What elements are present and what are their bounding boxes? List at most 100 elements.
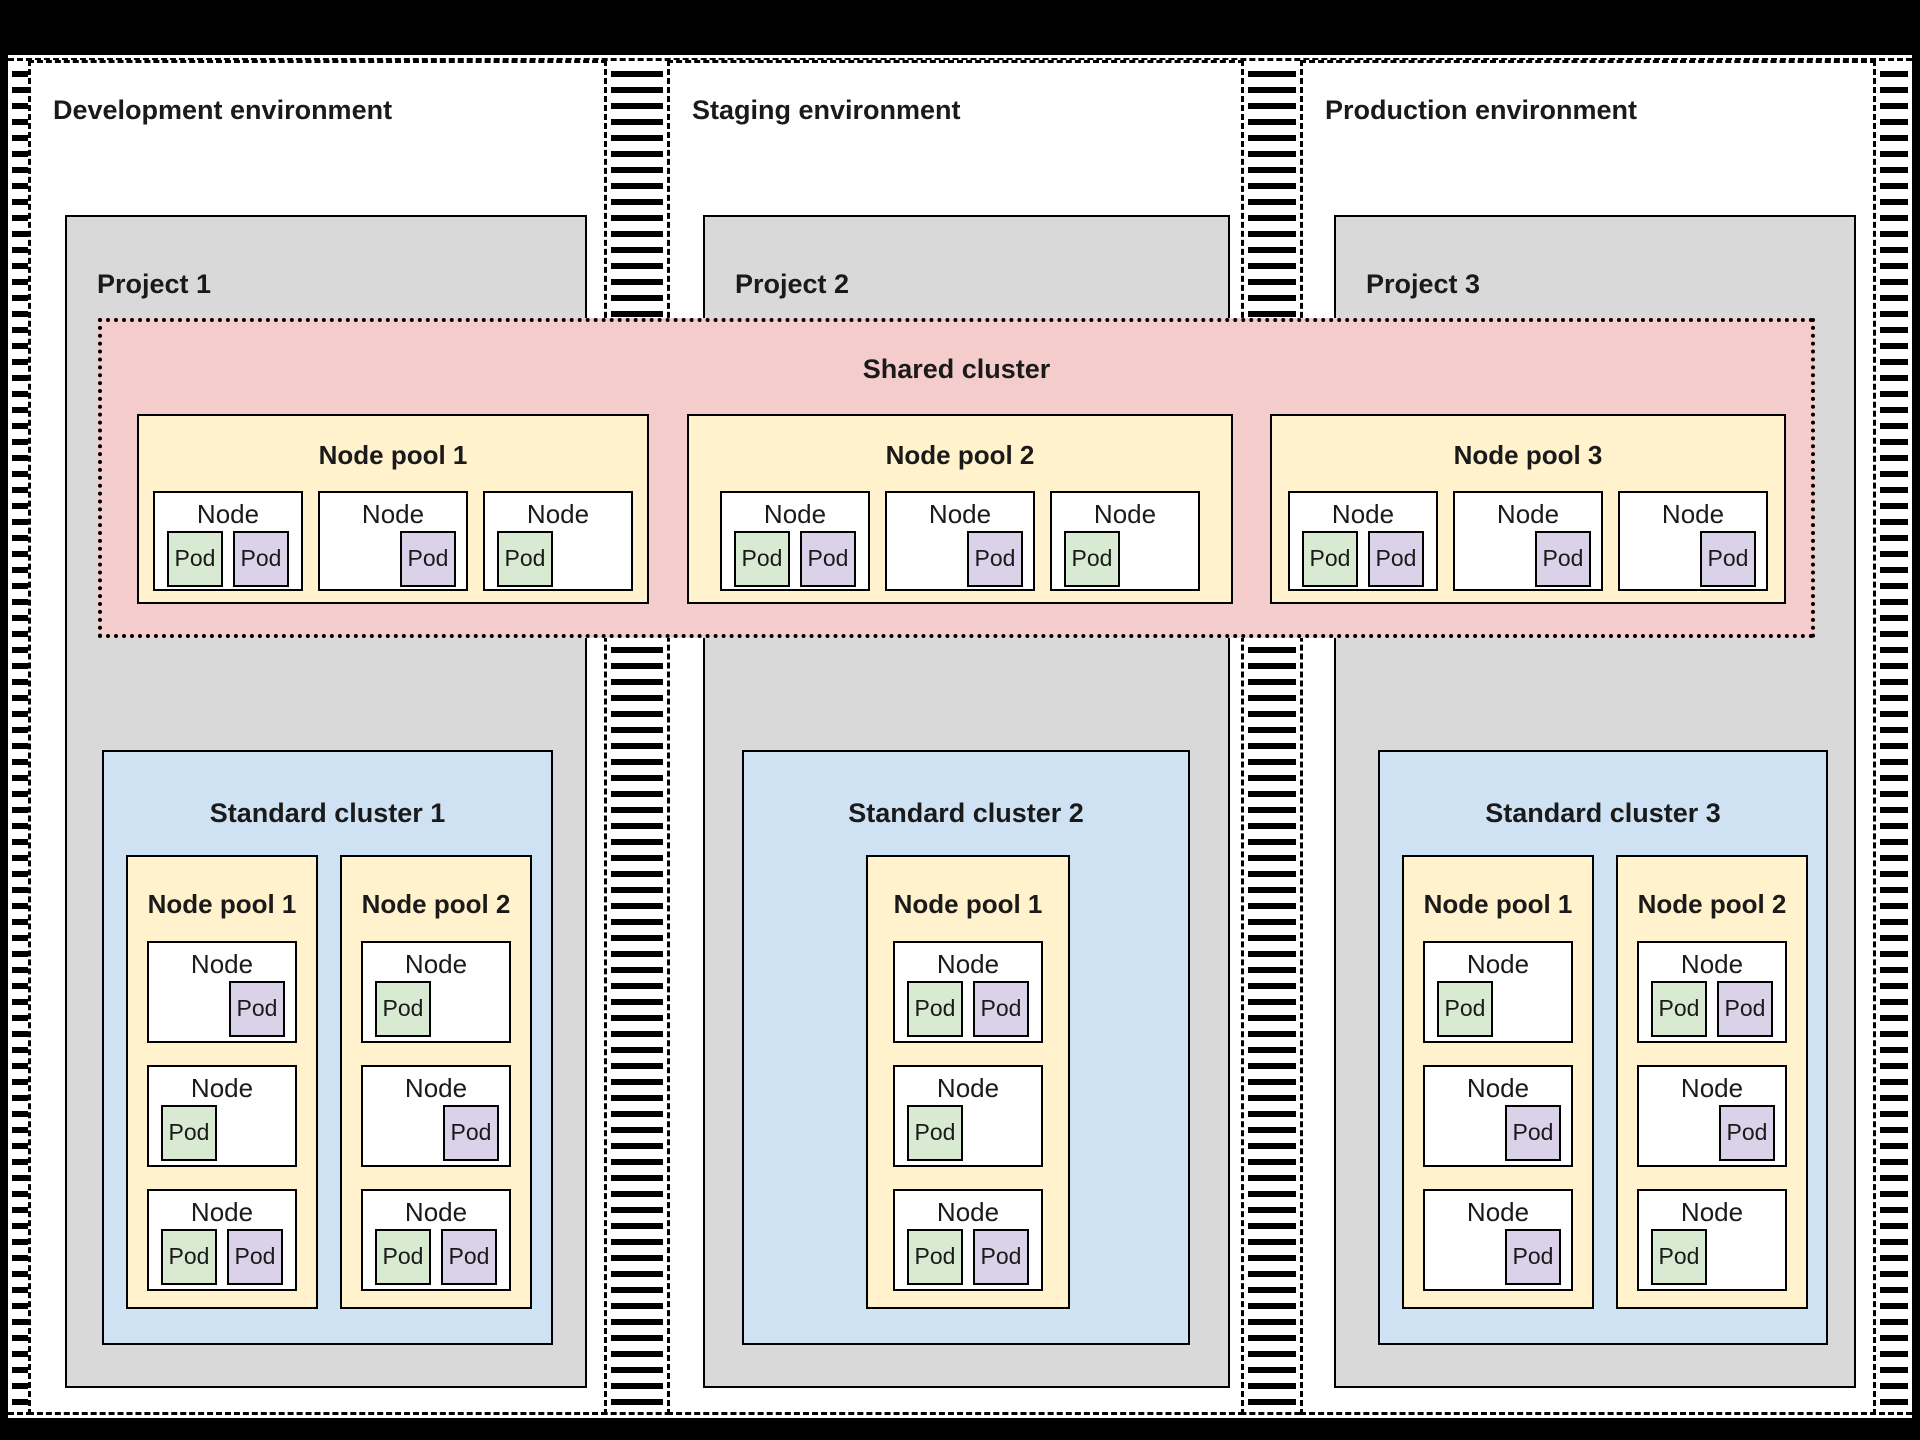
- node-label: Node: [1466, 1197, 1530, 1227]
- pod-box-green: Pod: [1064, 531, 1120, 587]
- boundary-hatch-bar-left: [8, 55, 32, 1415]
- environment-boundary-top-line: [8, 58, 1912, 61]
- pod-box-green: Pod: [161, 1229, 217, 1285]
- standard-cluster-label: Standard cluster 1: [209, 798, 446, 828]
- pod-box-purple: Pod: [1368, 531, 1424, 587]
- node-label: Node: [936, 1073, 1000, 1103]
- pod-box-green: Pod: [907, 981, 963, 1037]
- node-pool-label: Node pool 2: [1637, 889, 1787, 919]
- pod-box-purple: Pod: [227, 1229, 283, 1285]
- environment-label: Production environment: [1325, 95, 1638, 125]
- node-label: Node: [404, 1073, 468, 1103]
- boundary-hatch-bar-staging-prod: [1244, 55, 1300, 1415]
- node-pool-label: Node pool 1: [893, 889, 1043, 919]
- environment-staging: Staging environment Project 2 Standard c…: [667, 60, 1244, 1415]
- standard-cluster-label: Standard cluster 2: [848, 798, 1084, 828]
- node-label: Node: [763, 499, 827, 529]
- node-label: Node: [1680, 949, 1744, 979]
- node-label: Node: [1331, 499, 1395, 529]
- node-pool-label: Node pool 2: [885, 440, 1035, 470]
- pod-box-purple: Pod: [800, 531, 856, 587]
- pod-box-green: Pod: [1437, 981, 1493, 1037]
- environment-production: Production environment Project 3 Standar…: [1300, 60, 1876, 1415]
- node-label: Node: [1466, 1073, 1530, 1103]
- pod-box-purple: Pod: [441, 1229, 497, 1285]
- node-pool-label: Node pool 1: [147, 889, 297, 919]
- node-label: Node: [1093, 499, 1157, 529]
- node-pool-label: Node pool 3: [1453, 440, 1603, 470]
- pod-box-purple: Pod: [973, 1229, 1029, 1285]
- pod-box-purple: Pod: [400, 531, 456, 587]
- node-label: Node: [1661, 499, 1725, 529]
- node-label: Node: [936, 949, 1000, 979]
- environment-label: Staging environment: [692, 95, 961, 125]
- pod-box-purple: Pod: [1717, 981, 1773, 1037]
- node-label: Node: [928, 499, 992, 529]
- standard-cluster-label: Standard cluster 3: [1485, 798, 1721, 828]
- pod-box-purple: Pod: [967, 531, 1023, 587]
- node-label: Node: [190, 1073, 254, 1103]
- node-label: Node: [936, 1197, 1000, 1227]
- pod-box-green: Pod: [907, 1105, 963, 1161]
- node-pool-label: Node pool 1: [318, 440, 468, 470]
- pod-box-purple: Pod: [1505, 1105, 1561, 1161]
- node-pool-label: Node pool 1: [1423, 889, 1573, 919]
- node-label: Node: [404, 1197, 468, 1227]
- environment-development: Development environment Project 1 Standa…: [28, 60, 607, 1415]
- node-pool-label: Node pool 2: [361, 889, 511, 919]
- pod-box-green: Pod: [161, 1105, 217, 1161]
- pod-box-green: Pod: [1651, 1229, 1707, 1285]
- project-label: Project 1: [97, 269, 212, 299]
- pod-box-green: Pod: [497, 531, 553, 587]
- node-label: Node: [526, 499, 590, 529]
- boundary-hatch-bar-right: [1876, 55, 1912, 1415]
- pod-box-purple: Pod: [1719, 1105, 1775, 1161]
- node-label: Node: [190, 949, 254, 979]
- pod-box-purple: Pod: [1535, 531, 1591, 587]
- environment-label: Development environment: [53, 95, 393, 125]
- project-label: Project 2: [735, 269, 850, 299]
- pod-box-green: Pod: [907, 1229, 963, 1285]
- pod-box-purple: Pod: [1700, 531, 1756, 587]
- project-label: Project 3: [1366, 269, 1481, 299]
- pod-box-purple: Pod: [233, 531, 289, 587]
- node-label: Node: [196, 499, 260, 529]
- node-label: Node: [1680, 1073, 1744, 1103]
- pod-box-green: Pod: [1302, 531, 1358, 587]
